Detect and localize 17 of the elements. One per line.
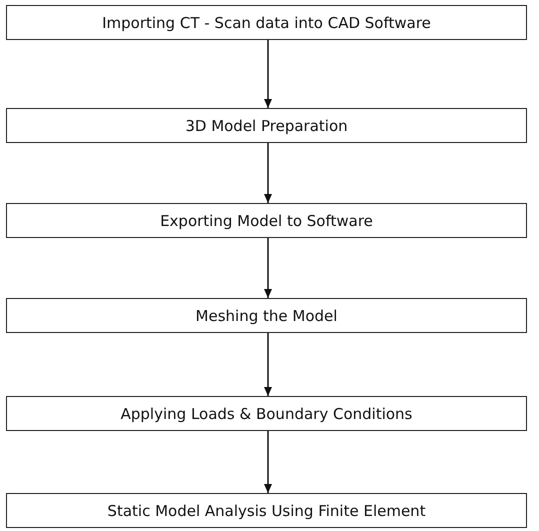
process-box (6, 108, 527, 143)
process-box (6, 203, 527, 238)
step-text: Exporting Model to Software (160, 212, 373, 230)
arrow (264, 40, 272, 108)
arrow (264, 238, 272, 298)
step-text: Meshing the Model (196, 306, 338, 324)
process-box (6, 493, 527, 528)
arrow (264, 431, 272, 493)
step-text: Importing CT - Scan data into CAD Software (102, 14, 431, 32)
process-box (6, 396, 527, 431)
step-text: 3D Model Preparation (185, 116, 348, 134)
process-box (6, 298, 527, 333)
arrow (264, 143, 272, 203)
process-box (6, 5, 527, 40)
step-text: Applying Loads & Boundary Conditions (120, 404, 412, 422)
step-text: Static Model Analysis Using Finite Element (107, 502, 426, 520)
arrow (264, 333, 272, 396)
